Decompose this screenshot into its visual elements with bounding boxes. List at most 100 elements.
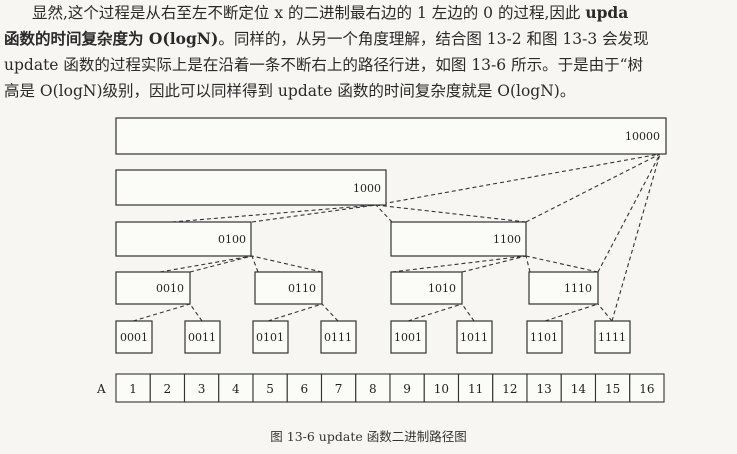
node-0100-label: 0100 xyxy=(218,233,246,246)
node-1110-label: 1110 xyxy=(564,282,592,295)
array-cell-label: 4 xyxy=(232,382,240,396)
array-cell: 12 xyxy=(492,373,528,403)
node-1110: 1110 xyxy=(528,271,599,305)
leaf-1011: 1011 xyxy=(456,320,493,354)
leaf-0101-label: 0101 xyxy=(256,331,284,344)
array-label: A xyxy=(96,382,106,396)
connector xyxy=(391,255,527,273)
figure-caption: 图 13-6 update 函数二进制路径图 xyxy=(270,429,467,444)
connector xyxy=(189,255,253,273)
leaf-0111-label: 0111 xyxy=(324,331,352,344)
connector xyxy=(251,255,259,273)
paragraph-line-2-bold: 函数的时间复杂度为 O(logN) xyxy=(4,29,219,48)
leaf-0101: 0101 xyxy=(252,320,289,354)
connector xyxy=(267,303,323,322)
array-cell-label: 8 xyxy=(369,382,377,396)
node-1010: 1010 xyxy=(390,271,463,305)
connector xyxy=(375,204,527,223)
connector xyxy=(461,303,475,322)
leaf-1001-label: 1001 xyxy=(394,331,422,344)
node-0110-label: 0110 xyxy=(288,282,316,295)
node-0110: 0110 xyxy=(254,271,323,305)
array-cell-label: 16 xyxy=(639,382,654,396)
array-cell: 3 xyxy=(183,373,220,403)
array-cell: 8 xyxy=(355,373,391,403)
array-cell-label: 5 xyxy=(266,382,274,396)
connector xyxy=(597,303,613,322)
path-connectors xyxy=(132,153,661,322)
array-cell-label: 14 xyxy=(571,382,587,396)
array-cell: 4 xyxy=(218,373,254,403)
connector xyxy=(171,204,377,223)
array-cell-label: 9 xyxy=(403,382,411,396)
array-cell: 9 xyxy=(389,373,425,403)
connector xyxy=(159,255,253,273)
connector xyxy=(525,255,531,273)
connector xyxy=(611,153,661,322)
leaf-1111: 1111 xyxy=(594,320,631,354)
array-cell-label: 15 xyxy=(605,382,620,396)
array-cell: 7 xyxy=(320,373,357,403)
leaf-1001: 1001 xyxy=(390,320,427,354)
connector xyxy=(544,303,599,322)
connector xyxy=(375,204,393,223)
leaf-0001-label: 0001 xyxy=(120,331,148,344)
leaf-1101: 1101 xyxy=(526,320,563,354)
array-cell: 5 xyxy=(252,373,288,403)
connector xyxy=(407,303,463,322)
connector xyxy=(189,303,203,322)
array-cell: 1 xyxy=(115,373,151,403)
paragraph-line-1-text: 显然,这个过程是从右至左不断定位 x 的二进制最右边的 1 左边的 0 的过程,… xyxy=(32,4,586,22)
connector xyxy=(525,153,661,223)
array-cell-label: 12 xyxy=(502,382,517,396)
paragraph-line-4: 高是 O(logN)级别，因此可以同样得到 update 函数的时间复杂度就是 … xyxy=(4,82,576,100)
node-1000: 1000 xyxy=(115,169,387,206)
connector xyxy=(597,153,661,273)
connector xyxy=(461,255,527,273)
paragraph-line-1: 显然,这个过程是从右至左不断定位 x 的二进制最右边的 1 左边的 0 的过程,… xyxy=(32,2,628,24)
node-1000-label: 1000 xyxy=(353,182,381,195)
connector xyxy=(525,255,599,273)
node-1100: 1100 xyxy=(390,221,527,257)
node-0010: 0010 xyxy=(115,271,191,305)
array-cell: 14 xyxy=(560,373,597,403)
leaf-1101-label: 1101 xyxy=(530,331,558,344)
array-cell-label: 3 xyxy=(198,382,206,396)
leaf-0011-label: 0011 xyxy=(188,331,216,344)
leaf-1011-label: 1011 xyxy=(460,331,488,344)
array-cell: 15 xyxy=(594,373,631,403)
node-1010-label: 1010 xyxy=(428,282,456,295)
leaf-nodes: 0001 0011 0101 0111 1001 1011 1101 1111 xyxy=(115,320,631,354)
array-cell: 13 xyxy=(526,373,562,403)
array-cell: 2 xyxy=(149,373,186,403)
array-cell: 10 xyxy=(423,373,460,403)
node-10000-label: 10000 xyxy=(625,130,660,143)
leaf-1111-label: 1111 xyxy=(598,331,626,344)
connector xyxy=(375,153,661,206)
paragraph-line-2: 函数的时间复杂度为 O(logN)。同样的，从另一个角度理解，结合图 13-2 … xyxy=(4,28,649,50)
array-cell-label: 10 xyxy=(434,382,449,396)
connector xyxy=(321,303,339,322)
paragraph-line-1-bold: upda xyxy=(585,3,629,22)
connector xyxy=(251,255,323,273)
array-cell-label: 1 xyxy=(129,382,137,396)
array-cell-label: 6 xyxy=(301,382,309,396)
array-cell: 11 xyxy=(457,373,494,403)
array-cell-label: 11 xyxy=(468,382,483,396)
paragraph-line-3: update 函数的过程实际上是在沿着一条不断右上的路径行进，如图 13-6 所… xyxy=(4,56,643,74)
array-cell: 16 xyxy=(629,373,665,403)
leaf-0111: 0111 xyxy=(320,320,357,354)
array-cell-label: 2 xyxy=(164,382,172,396)
leaf-0001: 0001 xyxy=(115,320,153,354)
node-0010-label: 0010 xyxy=(156,282,184,295)
node-10000: 10000 xyxy=(115,117,667,155)
node-0100: 0100 xyxy=(115,221,252,257)
array-cell: 6 xyxy=(286,373,323,403)
connector xyxy=(132,303,191,322)
leaf-0011: 0011 xyxy=(184,320,221,354)
paragraph-line-2-text: 。同样的，从另一个角度理解，结合图 13-2 和图 13-3 会发现 xyxy=(218,30,649,48)
array-cell-label: 7 xyxy=(335,382,343,396)
node-1100-label: 1100 xyxy=(493,233,521,246)
